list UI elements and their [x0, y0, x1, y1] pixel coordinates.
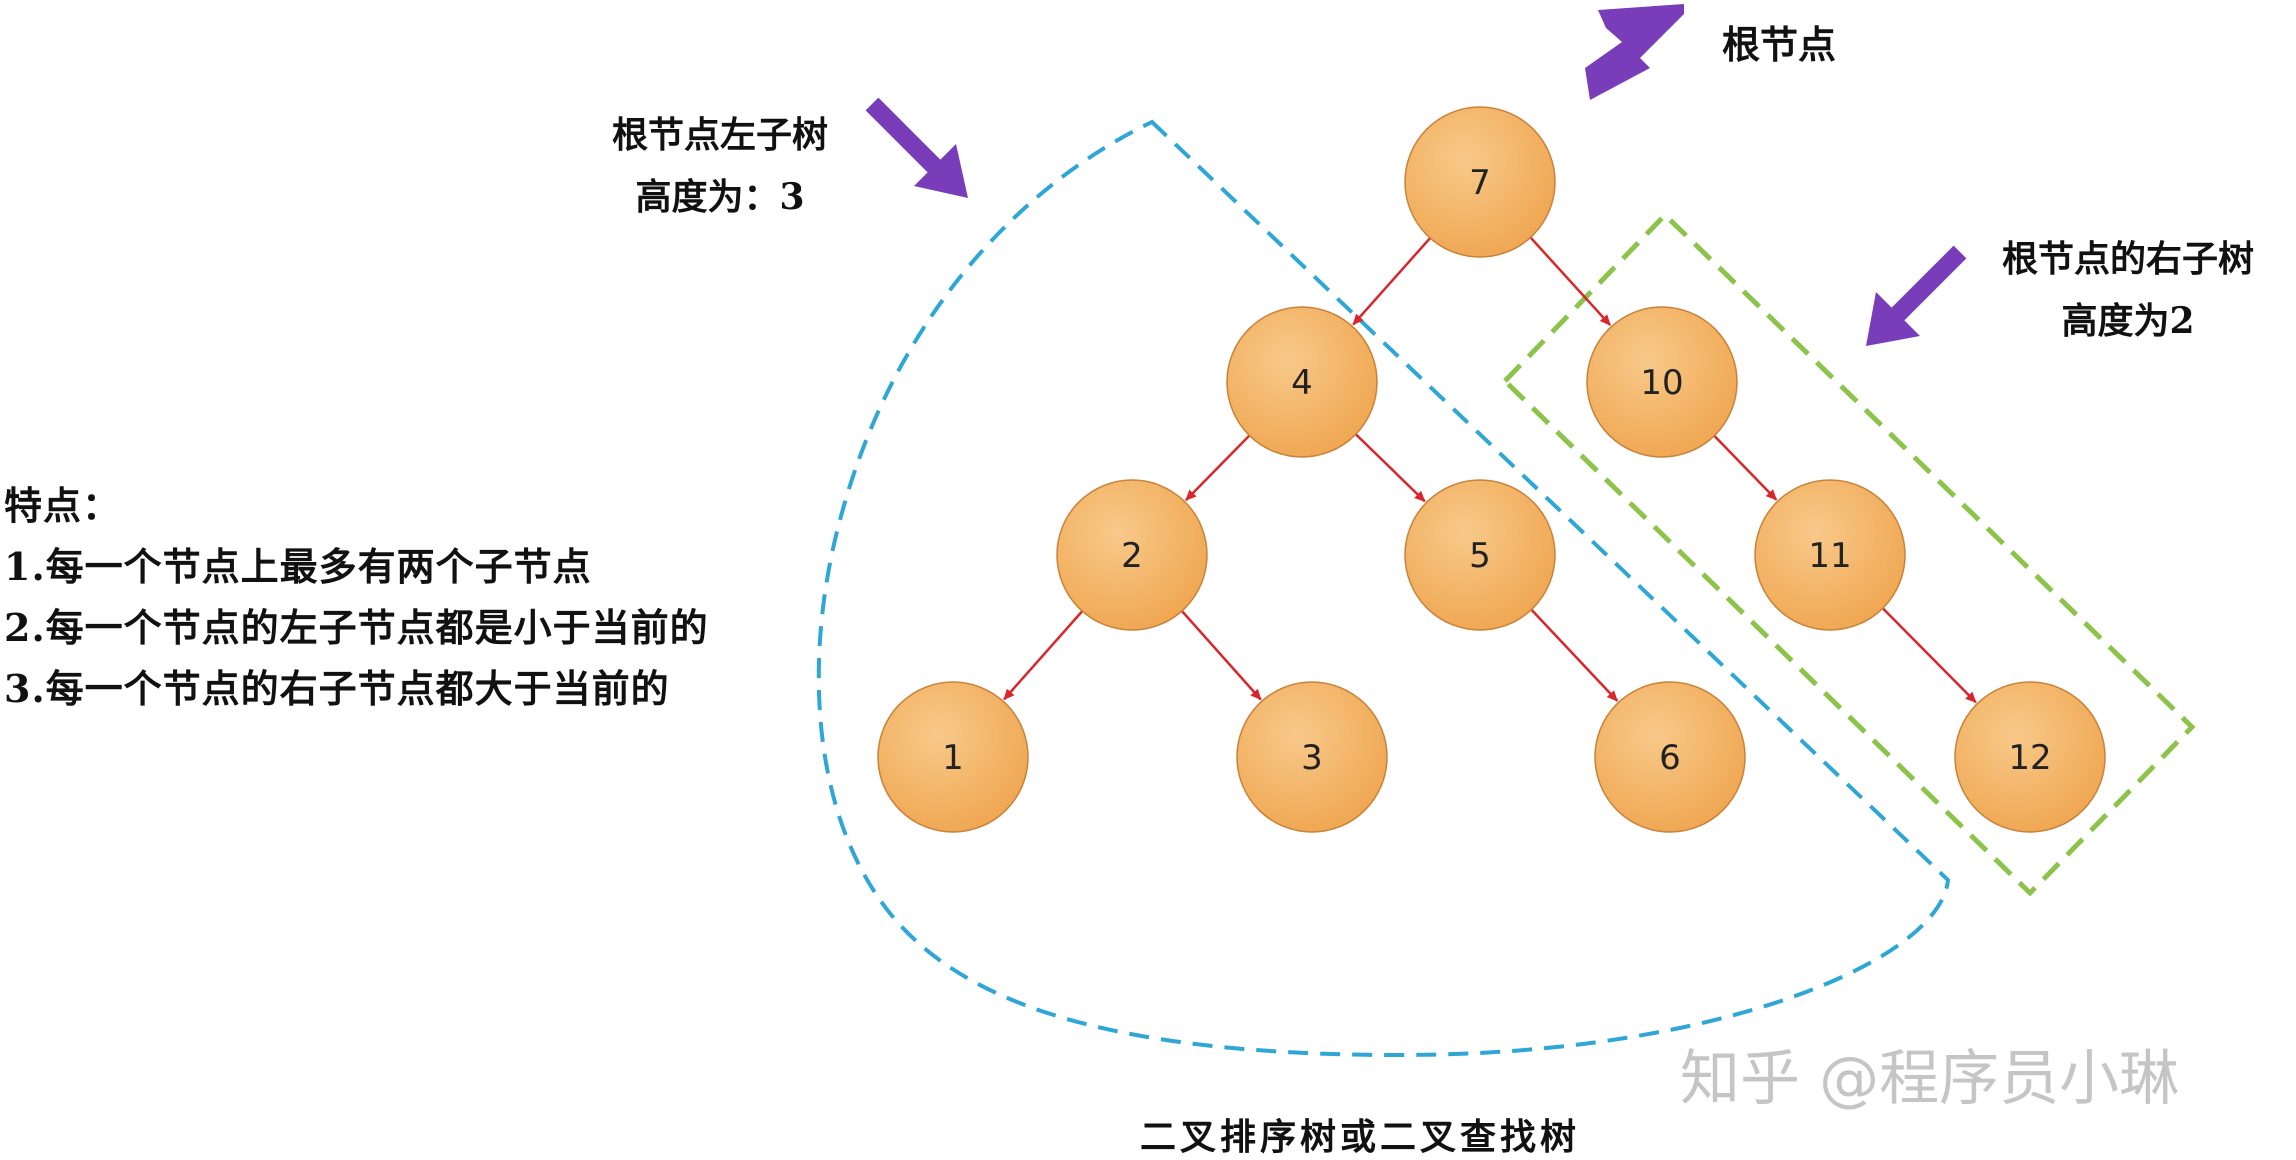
root-label: 根节点 — [1722, 22, 1837, 67]
feature-item-2: 2.每一个节点的左子节点都是小于当前的 — [4, 605, 709, 650]
tree-node-11: 11 — [1754, 479, 1906, 631]
tree-node-value: 2 — [1121, 536, 1143, 576]
feature-item-3: 3.每一个节点的右子节点都大于当前的 — [4, 666, 670, 711]
tree-node-circle — [1226, 306, 1378, 458]
watermark: 知乎 @程序员小琳 — [1680, 1044, 2180, 1114]
left-subtree-label-line2: 高度为：3 — [635, 176, 805, 218]
left-subtree-label-line1: 根节点左子树 — [611, 114, 828, 156]
tree-node-4: 4 — [1226, 306, 1378, 458]
left-subtree-pointer-arrow — [865, 97, 968, 198]
tree-node-value: 4 — [1291, 363, 1313, 403]
right-subtree-outline — [1501, 211, 2196, 897]
tree-node-value: 11 — [1808, 536, 1851, 576]
tree-node-12: 12 — [1954, 681, 2106, 833]
tree-node-1: 1 — [877, 681, 1029, 833]
right-subtree-label-line1: 根节点的右子树 — [2001, 238, 2254, 280]
tree-node-value: 7 — [1469, 163, 1491, 203]
right-subtree-label: 根节点的右子树 高度为2 — [1960, 228, 2296, 352]
tree-node-circle — [1056, 479, 1208, 631]
tree-node-10: 10 — [1586, 306, 1738, 458]
tree-node-circle — [1594, 681, 1746, 833]
tree-node-value: 5 — [1469, 536, 1491, 576]
tree-edge-11-12 — [1881, 607, 1977, 704]
tree-node-value: 10 — [1640, 363, 1683, 403]
tree-edge-7-10 — [1529, 236, 1612, 326]
tree-edge-4-2 — [1185, 434, 1251, 501]
tree-edge-10-11 — [1713, 434, 1778, 501]
tree-node-3: 3 — [1236, 681, 1388, 833]
tree-edge-2-1 — [1003, 610, 1084, 701]
tree-node-value: 6 — [1659, 738, 1681, 778]
features-title: 特点： — [4, 483, 122, 528]
tree-node-circle — [877, 681, 1029, 833]
diagram-caption: 二叉排序树或二叉查找树 — [1140, 1116, 1581, 1158]
left-subtree-outline — [816, 119, 1951, 1058]
tree-node-circle — [1754, 479, 1906, 631]
root-pointer-arrow — [1585, 4, 1684, 100]
tree-edge-2-3 — [1180, 610, 1262, 701]
right-subtree-pointer-arrow — [1866, 245, 1967, 346]
tree-node-5: 5 — [1404, 479, 1556, 631]
tree-node-circle — [1404, 479, 1556, 631]
tree-node-circle — [1404, 106, 1556, 258]
tree-edge-4-5 — [1354, 433, 1426, 503]
tree-edge-7-4 — [1352, 237, 1432, 326]
feature-item-1: 1.每一个节点上最多有两个子节点 — [4, 544, 592, 589]
left-subtree-label: 根节点左子树 高度为：3 — [570, 104, 870, 228]
tree-node-circle — [1236, 681, 1388, 833]
tree-edge-5-6 — [1530, 608, 1619, 702]
tree-node-6: 6 — [1594, 681, 1746, 833]
right-subtree-label-line2: 高度为2 — [2061, 300, 2195, 342]
tree-node-7: 7 — [1404, 106, 1556, 258]
tree-edges — [1003, 236, 1977, 704]
tree-node-circle — [1954, 681, 2106, 833]
features-block: 特点： 1.每一个节点上最多有两个子节点 2.每一个节点的左子节点都是小于当前的… — [4, 475, 709, 719]
tree-node-value: 1 — [942, 738, 964, 778]
tree-node-value: 12 — [2008, 738, 2051, 778]
tree-node-circle — [1586, 306, 1738, 458]
tree-node-value: 3 — [1301, 738, 1323, 778]
tree-node-2: 2 — [1056, 479, 1208, 631]
